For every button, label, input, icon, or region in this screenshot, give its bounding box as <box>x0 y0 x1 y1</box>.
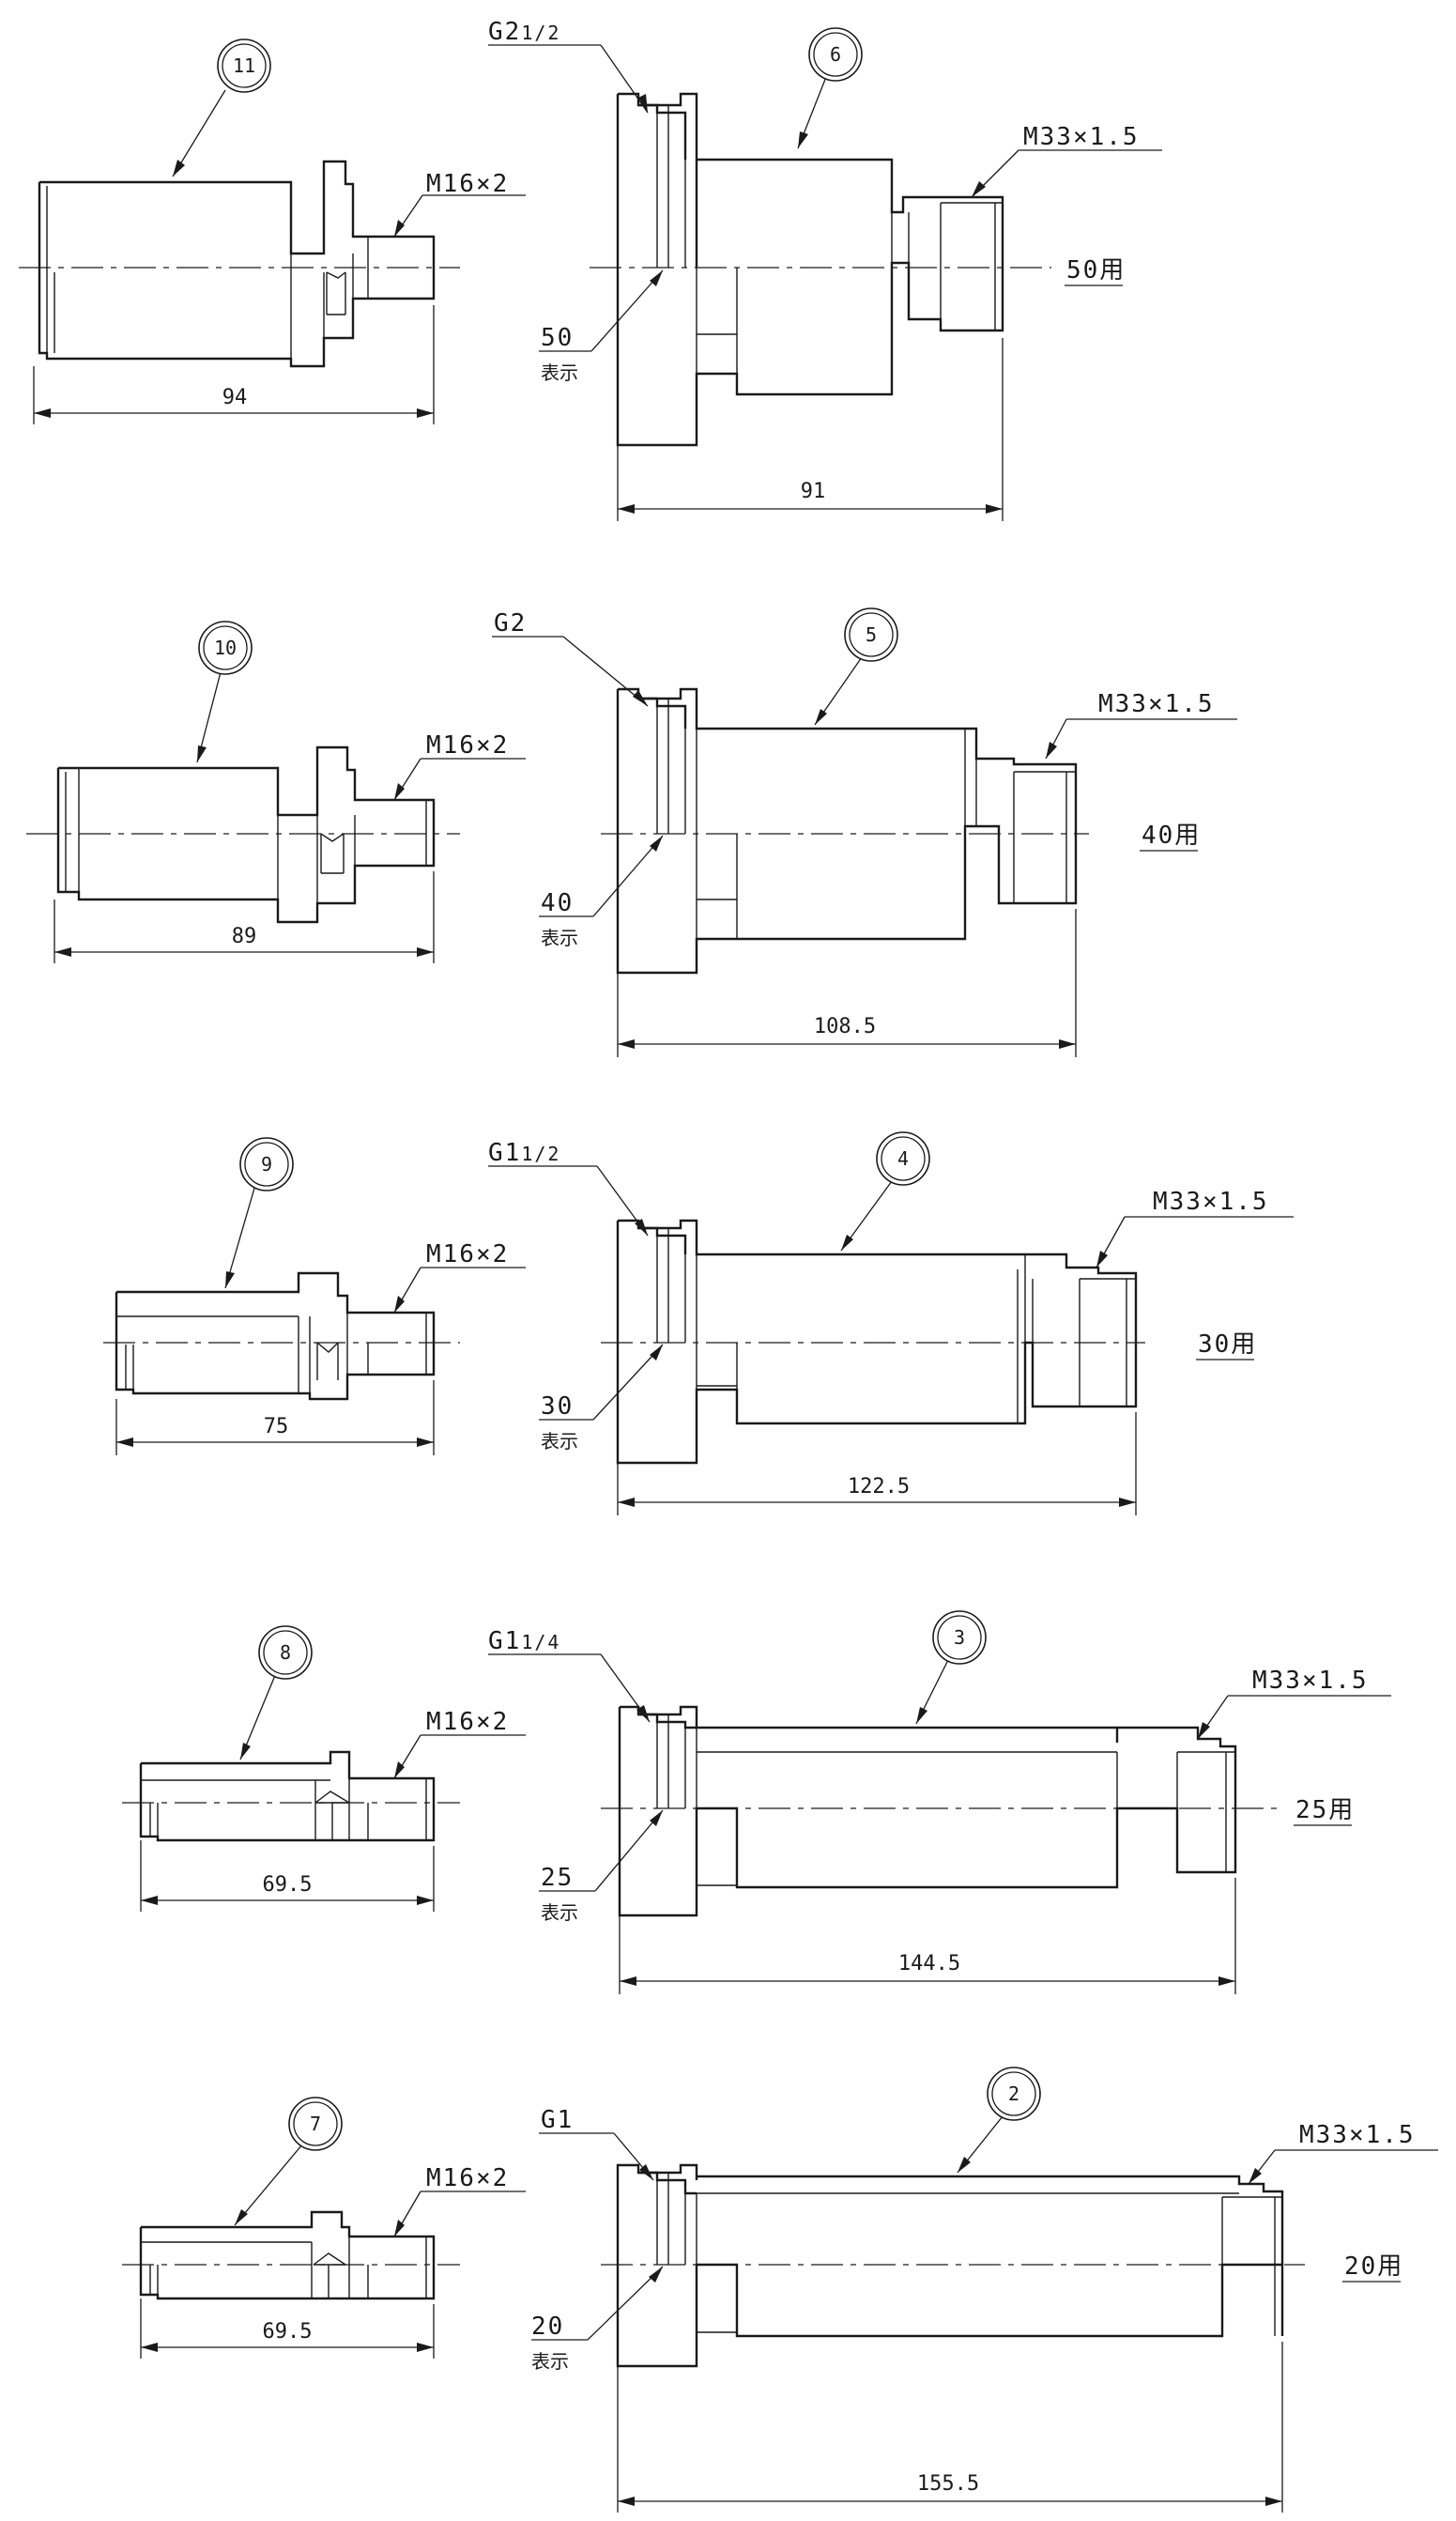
row-5: 69.5 M16×2 7 <box>122 2067 1438 2513</box>
part-9-number: 9 <box>261 1153 272 1176</box>
part-2-usage: 20用 <box>1344 2252 1403 2281</box>
part-7-thread: M16×2 <box>426 2164 509 2192</box>
part-6-g-thread: G21/2 <box>488 18 560 46</box>
part-3-size-note: 表示 <box>541 1901 578 1924</box>
part-7-length: 69.5 <box>263 2320 313 2344</box>
part-6-size: 50 <box>541 324 574 352</box>
part-3-g-thread: G11/4 <box>488 1627 560 1655</box>
part-8-number: 8 <box>280 1641 291 1664</box>
part-6-length: 91 <box>801 480 826 503</box>
part-8-drawing: 69.5 M16×2 8 <box>122 1625 526 1912</box>
part-2-length: 155.5 <box>917 2472 979 2496</box>
part-2-number: 2 <box>1008 2083 1019 2105</box>
part-5-usage: 40用 <box>1142 822 1201 850</box>
part-6-drawing: 91 G21/2 M33×1.5 50用 50 表示 6 <box>488 18 1162 521</box>
row-3: 75 M16×2 9 <box>103 1131 1294 1515</box>
part-9-thread: M16×2 <box>426 1240 509 1268</box>
part-9-length: 75 <box>264 1415 289 1438</box>
part-3-m-thread: M33×1.5 <box>1252 1667 1369 1695</box>
part-4-size-note: 表示 <box>541 1430 578 1453</box>
row-1: 94 M16×2 11 <box>19 18 1162 521</box>
part-8-length: 69.5 <box>263 1873 313 1897</box>
part-5-number: 5 <box>866 623 877 646</box>
part-3-usage: 25用 <box>1295 1796 1355 1824</box>
part-2-drawing: 155.5 G1 M33×1.5 20用 20 表示 2 <box>531 2067 1438 2513</box>
row-4: 69.5 M16×2 8 <box>122 1610 1391 1994</box>
part-4-drawing: 122.5 G11/2 M33×1.5 30用 30 表示 4 <box>488 1131 1294 1515</box>
part-5-size: 40 <box>541 889 574 917</box>
part-4-length: 122.5 <box>848 1475 910 1499</box>
part-3-size: 25 <box>541 1864 574 1892</box>
part-11-length: 94 <box>222 386 248 409</box>
part-6-size-note: 表示 <box>541 361 578 384</box>
part-3-drawing: 144.5 G11/4 M33×1.5 25用 25 表示 3 <box>488 1610 1391 1994</box>
part-9-drawing: 75 M16×2 9 <box>103 1137 526 1455</box>
part-8-thread: M16×2 <box>426 1708 509 1736</box>
row-2: 89 M16×2 10 <box>26 607 1237 1057</box>
part-4-size: 30 <box>541 1392 574 1421</box>
part-5-g-thread: G2 <box>494 609 527 638</box>
part-2-m-thread: M33×1.5 <box>1299 2121 1416 2149</box>
part-10-length: 89 <box>232 925 257 948</box>
part-11-thread: M16×2 <box>426 170 509 198</box>
part-5-drawing: 108.5 G2 M33×1.5 40用 40 表示 5 <box>492 607 1237 1057</box>
part-2-size: 20 <box>531 2313 564 2341</box>
part-4-number: 4 <box>897 1147 909 1170</box>
part-10-number: 10 <box>214 637 237 659</box>
part-2-size-note: 表示 <box>531 2350 569 2373</box>
part-7-drawing: 69.5 M16×2 7 <box>122 2097 526 2359</box>
part-6-usage: 50用 <box>1066 256 1126 284</box>
part-3-length: 144.5 <box>898 1952 960 1975</box>
part-7-number: 7 <box>310 2113 321 2135</box>
part-11-number: 11 <box>233 54 255 77</box>
part-4-m-thread: M33×1.5 <box>1153 1188 1269 1216</box>
part-5-size-note: 表示 <box>541 927 578 949</box>
part-4-g-thread: G11/2 <box>488 1139 560 1167</box>
part-2-g-thread: G1 <box>541 2106 574 2134</box>
part-11-drawing: 94 M16×2 11 <box>19 38 526 424</box>
part-4-usage: 30用 <box>1198 1330 1257 1359</box>
part-5-m-thread: M33×1.5 <box>1098 690 1215 718</box>
part-10-thread: M16×2 <box>426 731 509 760</box>
part-6-m-thread: M33×1.5 <box>1023 123 1140 151</box>
part-6-number: 6 <box>830 43 841 66</box>
part-5-length: 108.5 <box>814 1015 876 1038</box>
part-3-number: 3 <box>954 1626 965 1649</box>
part-10-drawing: 89 M16×2 10 <box>26 621 526 963</box>
